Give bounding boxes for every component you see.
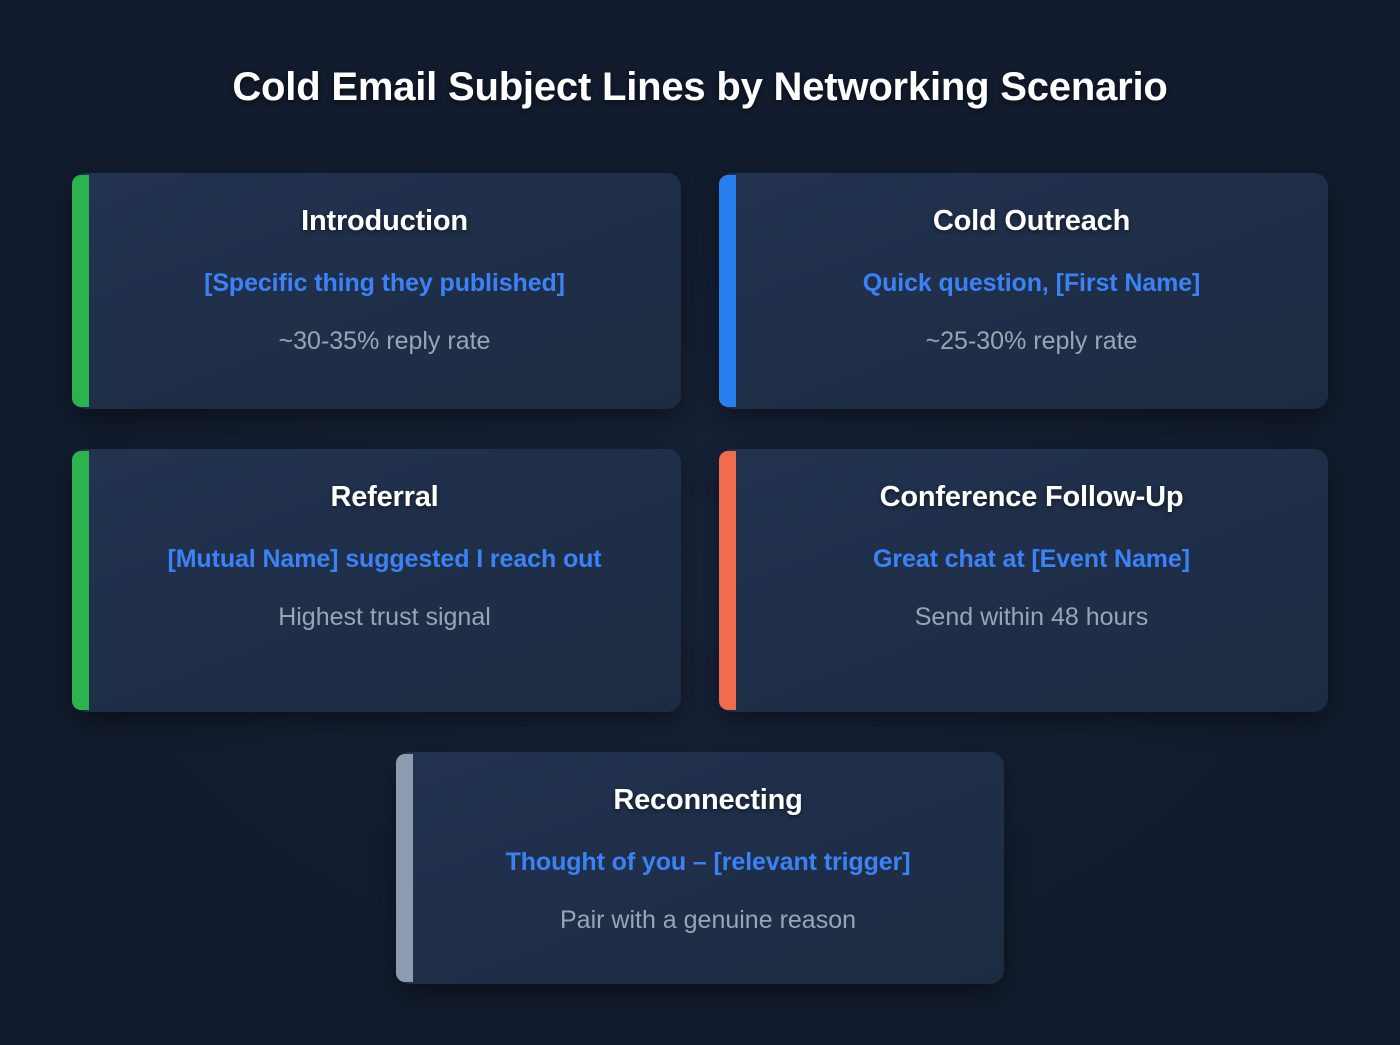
card-subject-line: Thought of you – [relevant trigger] <box>505 848 911 876</box>
scenario-card-grid: Introduction [Specific thing they publis… <box>72 173 1328 1024</box>
card-subject-line: Great chat at [Event Name] <box>873 545 1190 573</box>
card-subject-line: [Mutual Name] suggested I reach out <box>167 545 602 573</box>
card-meta-note: ~30-35% reply rate <box>278 327 491 355</box>
scenario-card-cold-outreach[interactable]: Cold Outreach Quick question, [First Nam… <box>719 173 1328 409</box>
card-meta-note: Send within 48 hours <box>914 603 1149 631</box>
card-meta-note: Pair with a genuine reason <box>559 906 857 934</box>
card-subject-line: [Specific thing they published] <box>204 269 565 297</box>
card-title: Conference Follow-Up <box>879 481 1184 513</box>
card-title: Introduction <box>301 205 468 237</box>
card-row-3: Reconnecting Thought of you – [relevant … <box>72 752 1328 984</box>
card-title: Cold Outreach <box>932 205 1131 237</box>
card-title: Reconnecting <box>613 784 803 816</box>
page-title: Cold Email Subject Lines by Networking S… <box>232 65 1168 109</box>
card-title: Referral <box>330 481 439 513</box>
card-meta-note: ~25-30% reply rate <box>925 327 1138 355</box>
scenario-card-conference-follow-up[interactable]: Conference Follow-Up Great chat at [Even… <box>719 449 1328 712</box>
card-subject-line: Quick question, [First Name] <box>862 269 1201 297</box>
card-row-2: Referral [Mutual Name] suggested I reach… <box>72 449 1328 712</box>
scenario-card-introduction[interactable]: Introduction [Specific thing they publis… <box>72 173 681 409</box>
scenario-card-referral[interactable]: Referral [Mutual Name] suggested I reach… <box>72 449 681 712</box>
scenario-card-reconnecting[interactable]: Reconnecting Thought of you – [relevant … <box>396 752 1004 984</box>
card-row-1: Introduction [Specific thing they publis… <box>72 173 1328 409</box>
card-meta-note: Highest trust signal <box>278 603 491 631</box>
